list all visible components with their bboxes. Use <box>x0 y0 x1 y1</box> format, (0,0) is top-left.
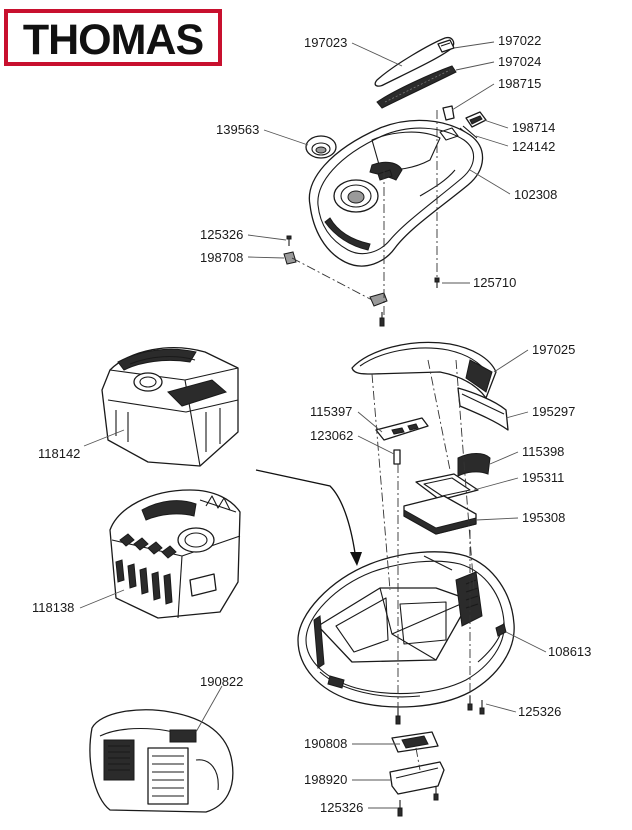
handle-grip-197024 <box>376 65 457 109</box>
part-labels: 197023 197022 197024 198715 139563 19871… <box>32 33 591 815</box>
pin-123062 <box>393 449 401 465</box>
label-108613: 108613 <box>548 644 591 659</box>
button-198714 <box>465 111 487 128</box>
brand-logo: THOMAS <box>4 9 222 66</box>
rear-housing-190822 <box>89 709 234 813</box>
latch-part <box>369 292 388 327</box>
label-118142: 118142 <box>38 446 80 461</box>
leader-lines <box>79 41 547 809</box>
label-198715: 198715 <box>498 76 541 91</box>
screw-125326-top <box>286 235 292 246</box>
board-190808 <box>391 731 439 753</box>
label-198708: 198708 <box>200 250 243 265</box>
screw-125326-body <box>395 696 485 725</box>
label-195297: 195297 <box>532 404 575 419</box>
label-125710: 125710 <box>473 275 516 290</box>
main-lid-102308 <box>308 119 484 267</box>
handle-frame-197025 <box>351 341 497 399</box>
label-125326-body: 125326 <box>518 704 561 719</box>
assembly-arrow <box>255 469 362 566</box>
clip-198708 <box>283 251 297 265</box>
label-102308: 102308 <box>514 187 557 202</box>
cap-139563 <box>305 135 337 159</box>
main-body-108613 <box>297 551 515 708</box>
screw-125710 <box>434 277 440 288</box>
label-123062: 123062 <box>310 428 353 443</box>
small-panel-115397 <box>375 417 429 441</box>
label-125326-top: 125326 <box>200 227 243 242</box>
logo-frame <box>4 9 222 66</box>
label-115397: 115397 <box>310 404 352 419</box>
filter-box-118142 <box>101 347 239 467</box>
assembly-lines <box>291 110 475 771</box>
label-118138: 118138 <box>32 600 74 615</box>
filter-pad-195308 <box>403 495 477 535</box>
side-cover-115398 <box>457 453 491 477</box>
label-190822: 190822 <box>200 674 243 689</box>
label-197024: 197024 <box>498 54 541 69</box>
label-198920: 198920 <box>304 772 347 787</box>
screw-125326-bottom <box>397 786 439 817</box>
label-197022: 197022 <box>498 33 541 48</box>
small-clip-198715 <box>442 105 455 121</box>
logo-text: THOMAS <box>23 16 203 64</box>
label-124142: 124142 <box>512 139 555 154</box>
label-197023: 197023 <box>304 35 347 50</box>
label-139563: 139563 <box>216 122 259 137</box>
water-box-118138 <box>109 489 241 619</box>
label-190808: 190808 <box>304 736 347 751</box>
label-198714: 198714 <box>512 120 555 135</box>
side-panel-195297 <box>457 387 509 431</box>
label-125326-bottom: 125326 <box>320 800 363 815</box>
label-197025: 197025 <box>532 342 575 357</box>
label-195311: 195311 <box>522 470 564 485</box>
filter-195311 <box>415 473 479 501</box>
label-115398: 115398 <box>522 444 564 459</box>
label-195308: 195308 <box>522 510 565 525</box>
tray-198920 <box>389 761 445 795</box>
